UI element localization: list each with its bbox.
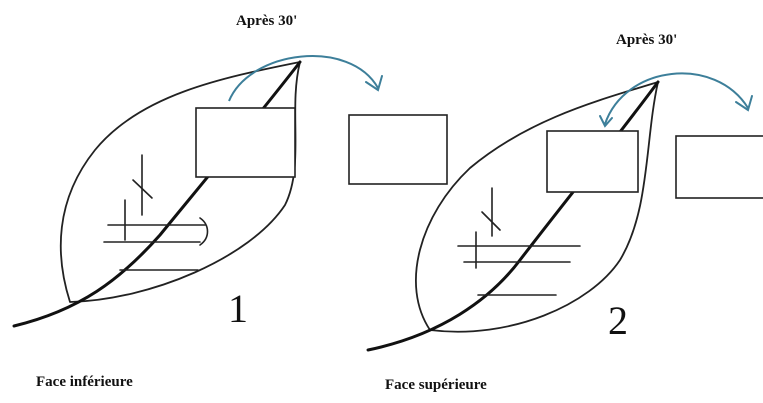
leaf-2-transfer-arrow <box>604 72 749 125</box>
leaf-1-number: 1 <box>228 286 248 331</box>
leaf-1-outline <box>59 61 301 303</box>
leaf-2-face-label: Face supérieure <box>385 377 487 393</box>
leaf-1-time-label: Après 30' <box>236 13 297 29</box>
leaf-1-arrowhead-icon <box>365 75 383 92</box>
leaf-1-group: Après 30' 1 Face inférieure <box>12 13 448 390</box>
leaf-2-result-box <box>675 135 763 199</box>
leaf-1-veins <box>103 154 209 271</box>
leaf-1-result-box <box>348 114 448 185</box>
leaf-1-face-label: Face inférieure <box>36 374 133 390</box>
leaf-2-arrowhead-icon <box>735 95 753 112</box>
leaf-2-veins <box>457 187 581 296</box>
leaf-2-number: 2 <box>608 298 628 343</box>
leaf-1-test-zone-box <box>195 107 296 178</box>
leaf-2-test-zone-box <box>546 130 639 193</box>
leaf-2-arrow-tail-icon <box>599 115 613 128</box>
leaf-1-transfer-arrow <box>228 55 379 102</box>
leaf-2-time-label: Après 30' <box>616 32 677 48</box>
leaf-2-group: Après 30' 2 Face supérieure <box>366 32 763 393</box>
